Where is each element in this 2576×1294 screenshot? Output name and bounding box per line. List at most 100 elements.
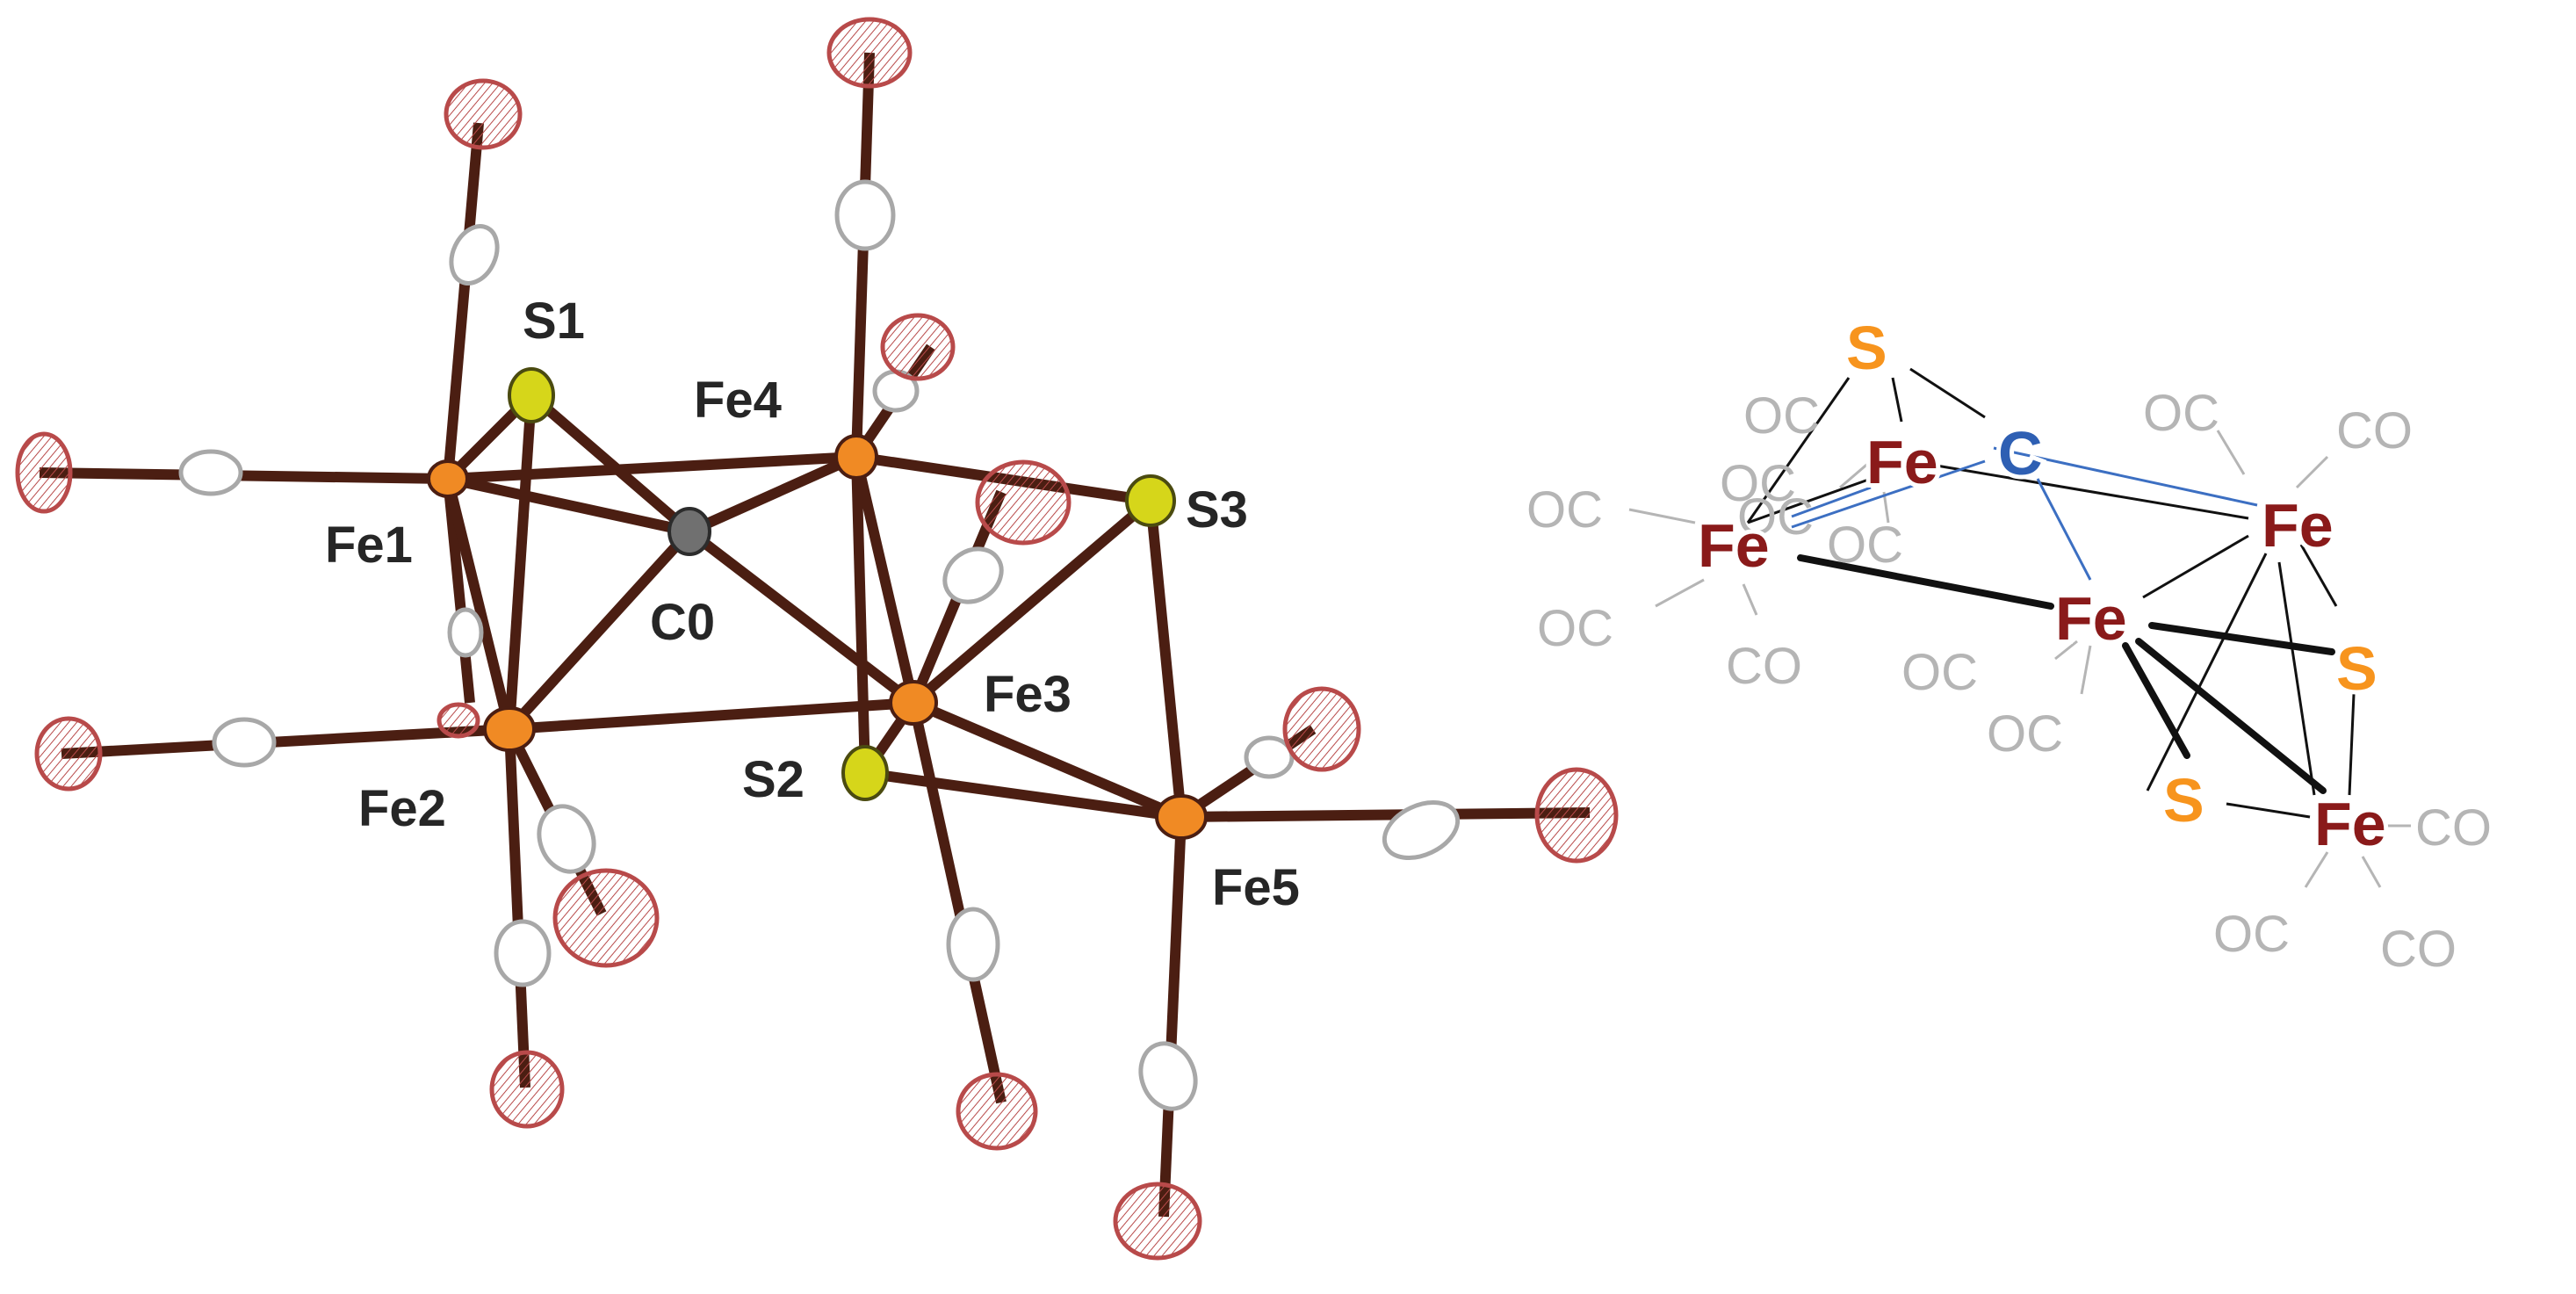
- atom-s3: [1125, 474, 1176, 527]
- ellipsoid-o-fe2-bottom: [489, 1050, 565, 1129]
- ortep-oxygen-ellipsoids: [15, 17, 1619, 1261]
- bond-c-fe-right: [1993, 446, 2258, 507]
- stub-fe-back-oc4: [1882, 491, 1890, 524]
- ellipsoid-c-fe4-top: [834, 179, 896, 251]
- bond-fe4-co-top: [851, 52, 875, 458]
- stub-fe-right-oc7: [2216, 430, 2246, 475]
- scheme-atom-fe-mid: Fe: [2055, 584, 2127, 653]
- bond-fe4-s2: [851, 456, 870, 774]
- bond-fe-back-fe-right: [1936, 464, 2249, 520]
- ellipsoid-o-fe1-left: [15, 431, 73, 514]
- bond-fe1-c0: [446, 474, 691, 537]
- atom-s1: [508, 367, 555, 423]
- atom-fe1: [427, 459, 469, 498]
- scheme-atom-s-top: S: [1846, 314, 1887, 382]
- bond-c0-fe4: [687, 452, 859, 537]
- stub-fe-right-co2: [2295, 455, 2329, 489]
- bond-fe1-fe4: [447, 452, 857, 484]
- bond-fe-right-s-lower: [2146, 553, 2268, 792]
- ellipsoid-o-fe2-left: [34, 716, 103, 792]
- bond-fe5-co-bottom: [1158, 816, 1187, 1218]
- label-fe5: Fe5: [1212, 859, 1300, 916]
- ligand-co2: CO: [2336, 402, 2413, 459]
- ellipsoid-c-fe3-up: [942, 546, 1004, 604]
- ellipsoid-c-fe2-bottom: [494, 919, 552, 987]
- atom-fe2: [483, 706, 536, 752]
- stub-fe-back-oc5: [1839, 459, 1872, 489]
- ligand-oc8: OC: [1901, 644, 1978, 701]
- ellipsoid-c-fe1-left: [178, 449, 243, 496]
- ligand-oc4: OC: [1827, 517, 1903, 574]
- label-c0: C0: [650, 594, 715, 651]
- label-s2: S2: [742, 751, 805, 808]
- ellipsoid-c-fe2-front: [537, 804, 596, 874]
- scheme-carbide-bonds: [1791, 446, 2258, 581]
- label-s3: S3: [1186, 481, 1248, 539]
- ellipsoid-o-fe3-up: [975, 459, 1072, 546]
- ellipsoid-o-fe1-top: [444, 78, 523, 150]
- scheme-atom-fe-right: Fe: [2262, 491, 2334, 560]
- ligand-oc6: OC: [1537, 600, 1613, 657]
- bond-fe1-co-left: [39, 467, 449, 484]
- ellipsoid-c-fe3-down: [946, 907, 1000, 982]
- bond-fe3-fe5: [911, 698, 1184, 822]
- bond-c0-fe2: [505, 527, 694, 734]
- bond-fe2-co-left: [61, 724, 510, 759]
- scheme-atom-c: C: [1998, 419, 2043, 488]
- ligand-oc3: OC: [1720, 455, 1796, 512]
- ellipsoid-o-fe4-back: [880, 313, 956, 381]
- bond-fe3-co-down: [908, 701, 1007, 1104]
- bond-fe2-fe3: [509, 698, 914, 734]
- bond-fe5-co-right: [1180, 807, 1591, 822]
- scheme-ligand-stubs: [1628, 430, 2411, 888]
- ortep-core-bonds: [443, 391, 1187, 822]
- ellipsoid-c-fe5-bottom: [1138, 1041, 1198, 1111]
- ellipsoid-o-fe5-bottom: [1113, 1182, 1202, 1261]
- ellipsoid-o-fe2-front: [552, 868, 660, 968]
- bond-fe2-co-bottom: [504, 728, 530, 1088]
- bond-fe-mid-fe-bottom: [2135, 638, 2327, 794]
- bond-fe-mid-s-lower: [2122, 642, 2190, 759]
- bond-s-right-fe-bottom: [2348, 693, 2356, 796]
- ligand-co4: CO: [2380, 921, 2457, 978]
- stub-fe-mid-oc8: [2054, 640, 2078, 661]
- bond-s2-fe5: [864, 768, 1182, 822]
- bond-s1-c0: [528, 391, 693, 536]
- bond-s-top-c: [1909, 367, 1986, 419]
- ligand-oc5: OC: [1737, 488, 1814, 546]
- stub-fe-bottom-oc10: [2304, 851, 2329, 888]
- bond-fe-mid-s-right: [2148, 622, 2335, 655]
- ellipsoid-o-fe4-top: [826, 17, 913, 89]
- stub-fe-left-oc6: [1655, 578, 1705, 608]
- ellipsoid-o-fe5-back: [1282, 686, 1361, 772]
- atom-fe5: [1155, 794, 1208, 840]
- ellipsoid-c-fe1-down: [447, 607, 484, 658]
- ligand-oc1: OC: [1743, 387, 1820, 445]
- bond-fe-left-fe-mid: [1797, 554, 2054, 610]
- atom-fe3: [889, 680, 938, 726]
- label-fe4: Fe4: [694, 372, 782, 429]
- label-s1: S1: [523, 293, 585, 350]
- ortep-carbonyl-bonds: [39, 52, 1591, 1218]
- ellipsoid-o-fe5-right: [1534, 767, 1619, 864]
- bond-fe1-co-top: [443, 122, 484, 480]
- bond-s1-fe2: [504, 394, 537, 730]
- bond-s3-fe5: [1145, 500, 1187, 818]
- label-fe1: Fe1: [325, 517, 413, 574]
- ligand-oc9: OC: [1987, 705, 2063, 763]
- stub-fe-left-oc2: [1628, 508, 1696, 524]
- bond-c-fe-left-a: [1791, 459, 1986, 529]
- ligand-oc7: OC: [2143, 385, 2219, 442]
- ortep-core-atoms: [427, 367, 1208, 840]
- scheme-atom-fe-left: Fe: [1698, 511, 1770, 580]
- atom-c0: [667, 507, 711, 556]
- bond-c0-fe3: [686, 527, 917, 707]
- ortep-structure: S1 Fe4 S3 Fe1 C0 Fe3 S2 Fe2 Fe5: [15, 17, 1619, 1261]
- ortep-labels: S1 Fe4 S3 Fe1 C0 Fe3 S2 Fe2 Fe5: [325, 293, 1300, 916]
- scheme-thick-bonds: [1797, 554, 2335, 794]
- bond-c-fe-mid: [2036, 478, 2092, 581]
- bond-fe-left-fe-back: [1747, 477, 1872, 524]
- atom-fe4: [834, 434, 878, 480]
